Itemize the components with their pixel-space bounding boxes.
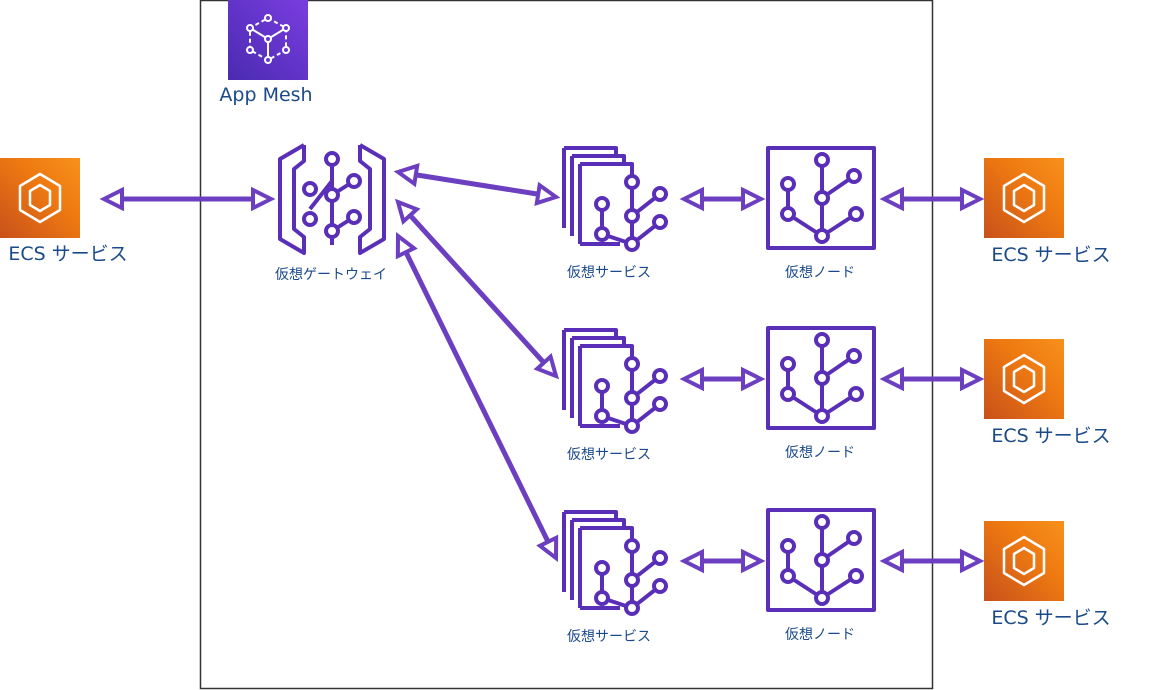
ecs-right-label: ECS サービス: [991, 244, 1111, 266]
gateway-to-service-1-arrow: [393, 163, 561, 206]
virtual-node-label: 仮想ノード: [785, 265, 855, 281]
node-1-to-ecs-1-arrow: [879, 186, 985, 212]
virtual-node-icon: [766, 508, 876, 612]
virtual-node-label: 仮想ノード: [785, 627, 855, 643]
ecs-icon: [984, 339, 1064, 419]
service-2-to-node-2-arrow: [679, 366, 766, 392]
virtual-service-icon: [560, 510, 676, 616]
virtual-service-icon: [560, 328, 676, 434]
virtual-service-label: 仮想サービス: [567, 629, 651, 645]
ecs-icon: [0, 158, 80, 238]
virtual-gateway-label: 仮想ゲートウェイ: [275, 267, 387, 283]
ecs-left-to-gateway-arrow: [99, 186, 276, 212]
ecs-icon: [984, 158, 1064, 238]
virtual-service-icon: [560, 146, 676, 252]
gateway-to-service-2-arrow: [394, 198, 560, 380]
ecs-right-label: ECS サービス: [991, 425, 1111, 447]
service-1-to-node-1-arrow: [679, 186, 766, 212]
service-3-to-node-3-arrow: [679, 548, 766, 574]
virtual-node-label: 仮想ノード: [785, 445, 855, 461]
virtual-service-label: 仮想サービス: [567, 265, 651, 281]
virtual-node-icon: [766, 146, 876, 250]
app-mesh-label: App Mesh: [219, 84, 313, 106]
app-mesh-icon: [228, 0, 308, 80]
node-2-to-ecs-2-arrow: [879, 366, 985, 392]
virtual-node-icon: [766, 326, 876, 430]
ecs-right-label: ECS サービス: [991, 607, 1111, 629]
gateway-to-service-3-arrow: [395, 231, 559, 563]
ecs-icon: [984, 521, 1064, 601]
node-3-to-ecs-3-arrow: [879, 548, 985, 574]
virtual-gateway-icon: [276, 143, 388, 257]
virtual-service-label: 仮想サービス: [567, 447, 651, 463]
ecs-left-label: ECS サービス: [8, 243, 128, 265]
